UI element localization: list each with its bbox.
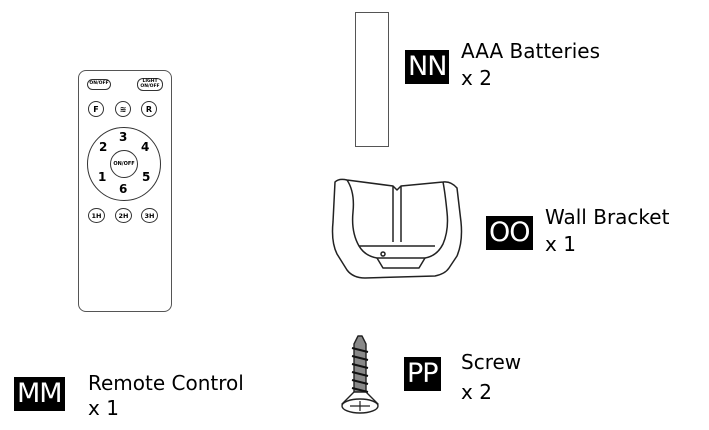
remote-reverse-button: R — [141, 101, 157, 117]
part-qty-remote: x 1 — [88, 396, 119, 420]
speed-5: 5 — [142, 170, 151, 184]
part-tag-oo: OO — [486, 216, 533, 250]
wall-bracket-illustration — [331, 178, 463, 279]
remote-power-button: ON/OFF — [87, 79, 111, 90]
part-name-bracket: Wall Bracket — [545, 205, 670, 229]
part-qty-bracket: x 1 — [545, 232, 576, 256]
part-name-batteries: AAA Batteries — [461, 39, 600, 63]
speed-3: 3 — [119, 130, 128, 144]
speed-dial: 3 2 4 1 5 6 ON/OFF — [87, 127, 161, 201]
part-tag-mm: MM — [14, 377, 65, 411]
screw-illustration — [341, 335, 379, 414]
remote-forward-button: F — [88, 101, 104, 117]
part-qty-screw: x 2 — [461, 380, 492, 404]
remote-light-button: LIGHT ON/OFF — [137, 78, 163, 91]
speed-1: 1 — [98, 170, 107, 184]
part-tag-pp: PP — [404, 357, 441, 391]
timer-1h-button: 1H — [88, 208, 105, 223]
speed-6: 6 — [119, 182, 128, 196]
part-name-remote: Remote Control — [88, 371, 244, 395]
dial-center-button: ON/OFF — [110, 150, 138, 178]
part-qty-batteries: x 2 — [461, 66, 492, 90]
breeze-icon: ≋ — [115, 101, 131, 117]
speed-2: 2 — [99, 140, 108, 154]
part-tag-nn: NN — [405, 50, 450, 84]
speed-4: 4 — [141, 140, 150, 154]
timer-3h-button: 3H — [141, 208, 158, 223]
part-name-screw: Screw — [461, 350, 522, 374]
battery-illustration — [355, 12, 389, 147]
remote-control-illustration: ON/OFF LIGHT ON/OFF F ≋ R 3 2 4 1 5 6 ON… — [78, 70, 172, 312]
timer-2h-button: 2H — [115, 208, 132, 223]
